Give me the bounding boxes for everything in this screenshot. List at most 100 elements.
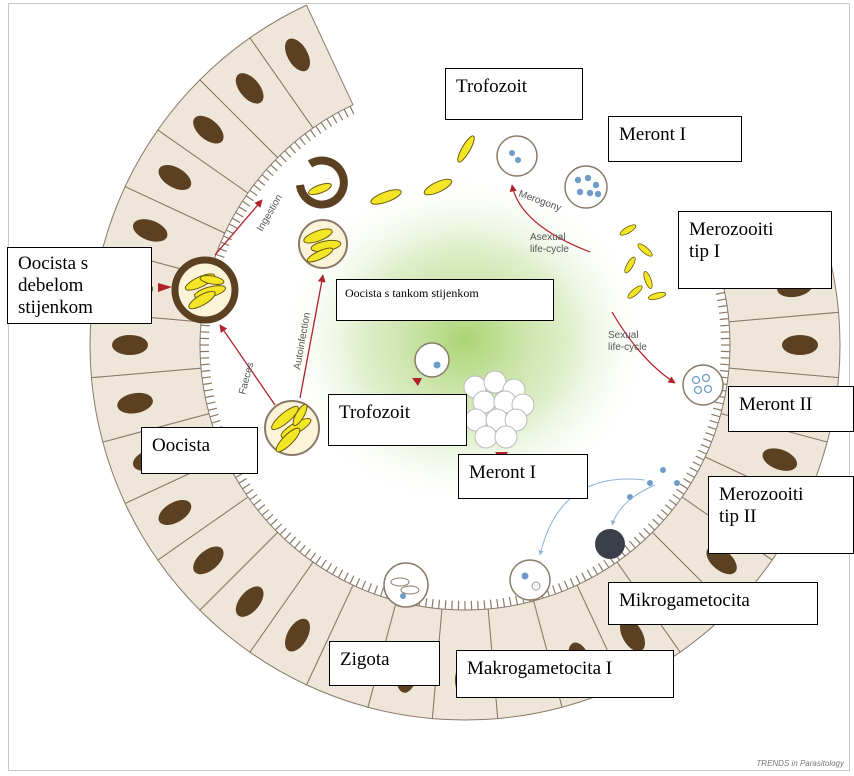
label-makrogametocita: Makrogametocita I bbox=[456, 650, 674, 698]
microvillus bbox=[424, 598, 428, 608]
microvillus bbox=[304, 548, 311, 557]
attached-stages bbox=[383, 135, 724, 608]
microvillus bbox=[624, 544, 631, 553]
microvillus bbox=[201, 376, 212, 379]
cell-nucleus bbox=[235, 586, 264, 617]
microvillus bbox=[718, 304, 728, 308]
microvillus bbox=[711, 413, 721, 418]
microvillus bbox=[557, 583, 563, 592]
microvillus bbox=[575, 575, 581, 585]
microvillus bbox=[223, 235, 232, 241]
label-trofozoit-center: Trofozoit bbox=[328, 394, 467, 446]
microvillus bbox=[211, 419, 221, 424]
microvillus bbox=[668, 499, 677, 506]
cell-nucleus bbox=[158, 165, 192, 190]
microvillus bbox=[253, 184, 262, 191]
microvillus bbox=[238, 206, 247, 213]
microvillus bbox=[202, 382, 212, 386]
microvillus bbox=[257, 179, 266, 186]
microvillus bbox=[206, 401, 216, 405]
label-merozooiti-tip-i: Merozooiti tip I bbox=[678, 211, 832, 289]
cell-nucleus bbox=[782, 335, 818, 355]
microvillus bbox=[712, 407, 722, 411]
microvillus bbox=[603, 559, 610, 568]
cell-nucleus bbox=[193, 115, 224, 144]
microvillus bbox=[717, 298, 727, 302]
faeces-text: Faeces bbox=[237, 361, 256, 396]
microvillus bbox=[707, 425, 717, 430]
microvillus bbox=[660, 509, 669, 516]
microgametocyte bbox=[595, 529, 625, 559]
microvillus bbox=[692, 461, 702, 467]
microvillus bbox=[709, 419, 719, 424]
microvillus bbox=[261, 174, 270, 181]
microvillus bbox=[361, 580, 367, 590]
microvillus bbox=[320, 559, 327, 568]
label-merozooiti-tip-ii: Merozooiti tip II bbox=[708, 476, 854, 554]
microvillus bbox=[201, 369, 211, 372]
microvillus bbox=[228, 223, 238, 229]
microvillus bbox=[337, 569, 344, 579]
free-stages bbox=[158, 135, 535, 462]
microvillus bbox=[438, 599, 441, 609]
microvillus bbox=[581, 572, 587, 582]
microvillus bbox=[633, 536, 641, 545]
microvillus bbox=[284, 150, 292, 158]
ingestion-text: Ingestion bbox=[255, 193, 285, 234]
microvillus bbox=[238, 477, 247, 484]
label-oocista: Oocista bbox=[141, 427, 258, 474]
cell-nucleus bbox=[620, 618, 645, 652]
microvillus bbox=[208, 407, 218, 411]
microvillus bbox=[715, 291, 725, 295]
excysting-oocyst bbox=[296, 156, 348, 209]
microvillus bbox=[343, 108, 349, 118]
sexual-text-2: life-cycle bbox=[608, 342, 647, 353]
microvillus bbox=[245, 488, 254, 495]
microvillus bbox=[289, 145, 297, 154]
microvillus bbox=[249, 493, 258, 501]
cell-nucleus bbox=[285, 38, 310, 72]
microvillus bbox=[718, 311, 729, 314]
microvillus bbox=[304, 133, 311, 142]
microvillus bbox=[563, 580, 569, 590]
microvillus bbox=[720, 363, 730, 366]
microvillus bbox=[203, 388, 213, 392]
cell-nucleus bbox=[117, 392, 153, 414]
microvillus bbox=[294, 540, 301, 549]
microvillus bbox=[209, 413, 219, 418]
cell-nucleus bbox=[762, 448, 798, 471]
trophozoite-center bbox=[414, 342, 450, 378]
microvillus bbox=[331, 566, 338, 575]
microvillus bbox=[515, 595, 519, 605]
microvillus bbox=[719, 369, 729, 372]
meront-ii-attached bbox=[682, 364, 724, 406]
microvillus bbox=[270, 164, 278, 172]
microvillus bbox=[215, 253, 225, 259]
microvillus bbox=[200, 363, 210, 366]
microvillus bbox=[483, 600, 486, 610]
microvillus bbox=[261, 509, 270, 516]
microvillus bbox=[242, 483, 251, 490]
microvillus bbox=[253, 499, 262, 506]
cell-nucleus bbox=[285, 618, 310, 652]
microvillus bbox=[349, 105, 355, 115]
microvillus bbox=[508, 597, 512, 607]
microvillus bbox=[320, 122, 327, 131]
label-trofozoit-top: Trofozoit bbox=[445, 68, 583, 120]
microvillus bbox=[231, 217, 241, 224]
trophozoite-attached bbox=[496, 135, 538, 177]
microvillus bbox=[714, 401, 724, 405]
microvillus bbox=[279, 527, 287, 536]
microvillus bbox=[337, 111, 344, 121]
microvillus bbox=[367, 583, 373, 592]
meront-cluster bbox=[463, 370, 535, 449]
microvillus bbox=[683, 477, 692, 484]
asexual-text-1: Asexual bbox=[530, 232, 566, 243]
microvillus bbox=[331, 115, 338, 124]
microvillus bbox=[274, 523, 283, 531]
microvillus bbox=[343, 572, 349, 582]
microvillus bbox=[284, 532, 292, 540]
microvillus bbox=[242, 200, 251, 207]
asexual-text-2: life-cycle bbox=[530, 244, 569, 255]
